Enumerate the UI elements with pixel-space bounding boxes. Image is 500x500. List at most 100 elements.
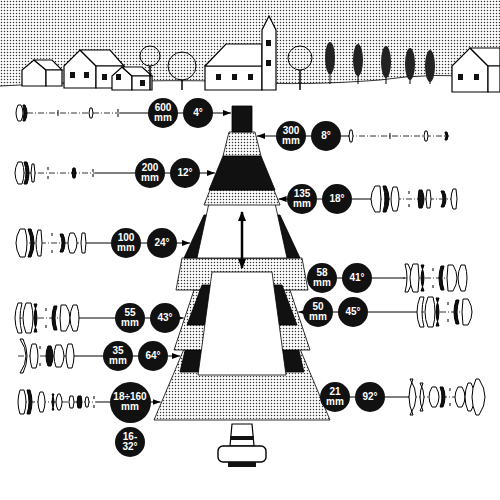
lens-element	[72, 168, 76, 178]
window	[248, 74, 253, 80]
lens-element	[441, 191, 446, 207]
view-angle: 8°	[321, 131, 331, 141]
lens-element	[447, 265, 457, 291]
focal-length: 300 mm	[282, 126, 300, 146]
aperture-mark	[118, 109, 119, 112]
lens-element	[20, 339, 27, 373]
lens-element	[60, 305, 70, 331]
poplar	[405, 48, 415, 80]
focal-length-badge: 58 mm	[307, 263, 337, 293]
focal-length: 135 mm	[293, 189, 311, 209]
view-angle-badge: 43°	[150, 303, 180, 333]
lens-element	[85, 397, 89, 407]
lens-element	[440, 387, 445, 407]
optical-axis	[348, 136, 449, 137]
aperture-mark	[40, 363, 41, 366]
lens-element	[421, 265, 424, 291]
lens-element	[81, 233, 86, 253]
lens-element	[89, 108, 93, 118]
view-angle: 92°	[362, 392, 377, 402]
focal-length: 18÷160 mm	[113, 392, 146, 412]
view-angle-badge: 64°	[138, 341, 168, 371]
lens-element	[15, 303, 22, 333]
window	[474, 74, 479, 80]
view-angle-badge: 16-32°	[115, 427, 145, 457]
view-angle-band	[198, 272, 286, 375]
aperture-mark	[450, 388, 451, 391]
lens-element	[52, 394, 54, 410]
lens-element	[451, 189, 457, 209]
focal-length: 21 mm	[326, 387, 344, 407]
aperture-mark	[94, 396, 95, 399]
view-angle-badge: 18°	[322, 184, 352, 214]
lens-element	[34, 304, 37, 332]
view-angle: 45°	[345, 307, 360, 317]
focal-length-badge: 300 mm	[276, 121, 306, 151]
camera-lens	[230, 424, 254, 446]
house-roof	[34, 60, 62, 70]
view-angle: 16-32°	[122, 432, 137, 452]
poplar	[425, 50, 435, 82]
focal-length: 600 mm	[154, 103, 172, 123]
aperture-mark	[94, 405, 95, 408]
view-angle-badge: 8°	[311, 121, 341, 151]
lens-element	[46, 346, 53, 366]
lens-element	[68, 233, 77, 253]
aperture-mark	[409, 191, 410, 194]
camera-body	[218, 446, 266, 462]
lens-element	[27, 390, 32, 414]
house	[132, 76, 152, 90]
view-angle: 18°	[329, 194, 344, 204]
lens-element	[454, 300, 459, 324]
aperture-mark	[52, 233, 53, 236]
focal-length-badge: 55 mm	[115, 303, 145, 333]
depth-arrow	[241, 212, 244, 268]
poplar	[353, 44, 363, 76]
view-angle-badge: 92°	[355, 382, 385, 412]
view-angle: 43°	[157, 313, 172, 323]
window	[116, 74, 121, 80]
lens-element	[16, 229, 27, 257]
church-nave	[205, 66, 262, 90]
focal-length-badge: 600 mm	[148, 98, 178, 128]
lens-element	[36, 230, 42, 256]
window	[458, 74, 463, 80]
lens-element	[445, 132, 448, 140]
lens-element	[426, 190, 431, 208]
lens-element	[458, 265, 467, 291]
view-angle: 12°	[177, 168, 192, 178]
lens-element	[418, 190, 424, 208]
lens-element	[371, 186, 381, 212]
lens-element	[52, 306, 57, 330]
view-angle-badge: 24°	[147, 228, 177, 258]
view-angle-band	[204, 190, 280, 205]
aperture-mark	[448, 319, 449, 322]
aperture-mark	[93, 174, 94, 177]
aperture-mark	[118, 114, 119, 117]
window	[216, 74, 221, 80]
focal-length: 55 mm	[121, 308, 139, 328]
lens-element	[66, 344, 74, 368]
lens-element	[15, 162, 24, 184]
lens-element	[23, 303, 33, 333]
lens-element	[16, 105, 23, 121]
lens-element	[462, 299, 472, 325]
view-angle: 41°	[349, 273, 364, 283]
lens-element	[69, 396, 74, 408]
focal-length: 100 mm	[117, 233, 135, 253]
aperture-mark	[58, 113, 59, 116]
lens-element	[383, 186, 389, 212]
lens-element	[420, 383, 424, 411]
house	[46, 70, 62, 86]
aperture-mark	[40, 346, 41, 349]
church-tower	[262, 16, 276, 90]
lens-ring	[230, 436, 254, 440]
aperture-mark	[390, 133, 391, 136]
focal-length-badge: 135 mm	[287, 184, 317, 214]
aperture-mark	[433, 285, 434, 288]
window	[70, 72, 75, 78]
focal-length-badge: 18÷160 mm	[110, 382, 151, 423]
lens-element	[429, 387, 439, 407]
